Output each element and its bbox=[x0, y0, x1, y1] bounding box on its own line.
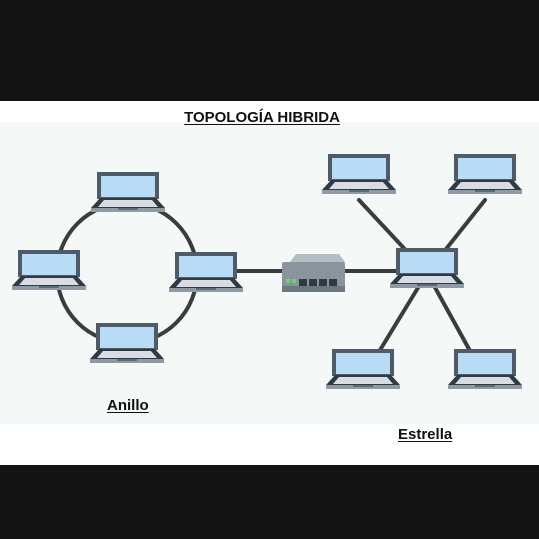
laptop-icon bbox=[390, 248, 464, 288]
laptop-icon bbox=[448, 154, 522, 194]
diagram-title: TOPOLOGÍA HIBRIDA bbox=[184, 109, 340, 126]
laptop-icon bbox=[12, 250, 86, 290]
laptop-icon bbox=[90, 323, 164, 363]
network-switch-icon bbox=[282, 254, 345, 292]
laptop-icon bbox=[326, 349, 400, 389]
switch-port bbox=[319, 279, 327, 286]
switch-port bbox=[329, 279, 337, 286]
switch-port bbox=[309, 279, 317, 286]
switch-port bbox=[299, 279, 307, 286]
laptop-icon bbox=[448, 349, 522, 389]
switch-led bbox=[286, 279, 290, 283]
laptop-icon bbox=[91, 172, 165, 212]
laptop-icon bbox=[322, 154, 396, 194]
switch-led bbox=[292, 279, 296, 283]
laptop-icon bbox=[169, 252, 243, 292]
ring-topology-label: Anillo bbox=[107, 397, 149, 414]
star-topology-label: Estrella bbox=[398, 426, 453, 443]
